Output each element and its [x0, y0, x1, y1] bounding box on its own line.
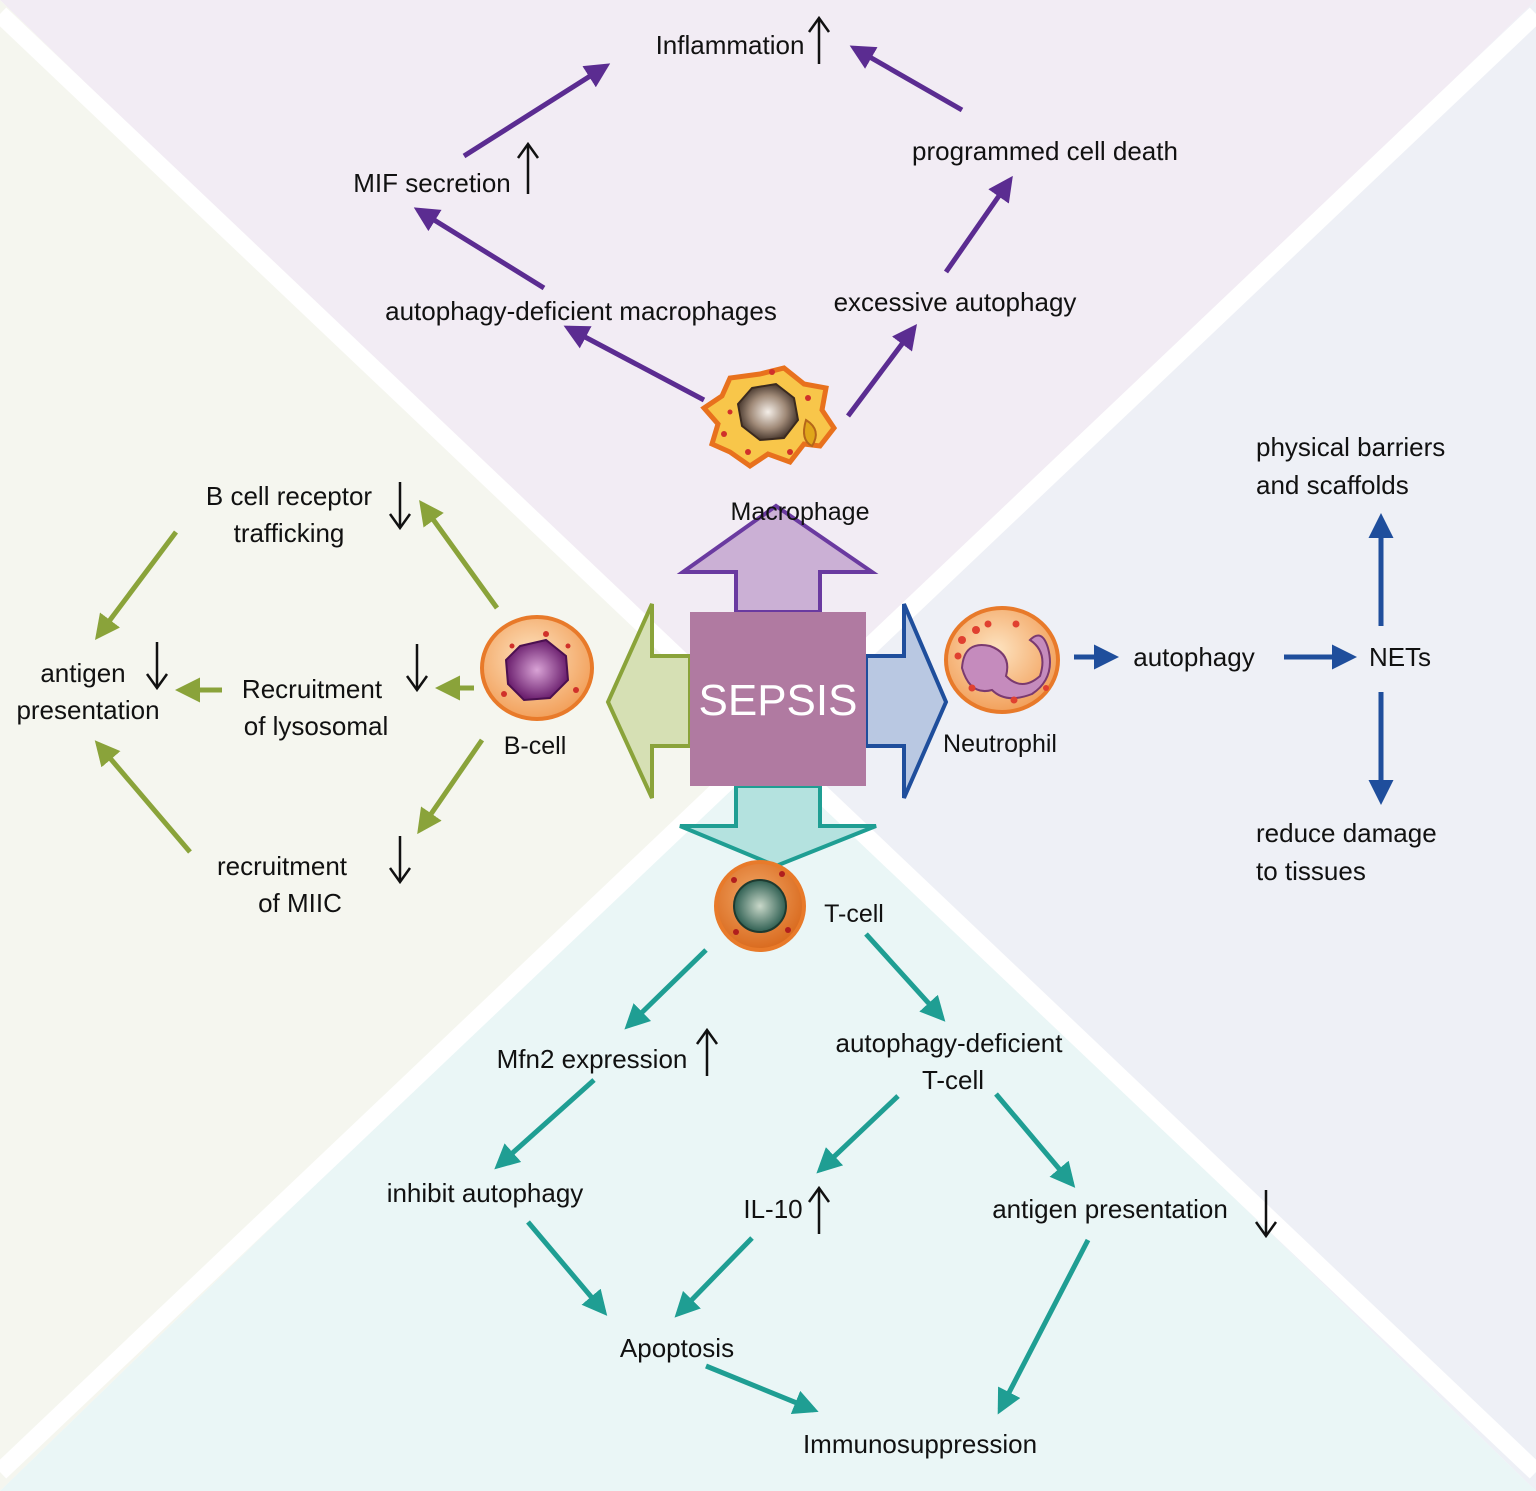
physical-barriers-line1: physical barriers [1256, 432, 1445, 462]
mif-secretion: MIF secretion [353, 168, 511, 198]
neutrophil-icon [944, 606, 1060, 714]
macrophage-cell-icon [700, 365, 838, 470]
macrophage-arrows [413, 45, 1013, 418]
arrow [526, 1220, 608, 1316]
arrow [462, 63, 611, 159]
autophagy-deficient-tcell-line2: T-cell [922, 1065, 984, 1095]
tcell-icon [714, 860, 806, 952]
bcell-antigen-line1: antigen [40, 658, 125, 688]
arrow [816, 1094, 900, 1174]
bcell-arrows [94, 499, 500, 854]
arrow [624, 948, 708, 1030]
tcell-antigen-presentation: antigen presentation [992, 1194, 1228, 1224]
excessive-autophagy: excessive autophagy [834, 287, 1077, 317]
arrow [413, 207, 546, 291]
sepsis-arrows [605, 503, 949, 869]
bcell-label: B-cell [504, 732, 567, 760]
reduce-damage-line2: to tissues [1256, 856, 1366, 886]
arrow [563, 325, 706, 403]
arrow [674, 1236, 754, 1318]
bcell-antigen-line2: presentation [16, 695, 159, 725]
arrow [864, 932, 946, 1022]
up-arrow-icon [516, 15, 831, 194]
apoptosis: Apoptosis [620, 1333, 734, 1363]
reduce-damage-line1: reduce damage [1256, 818, 1437, 848]
arrow [494, 1078, 596, 1170]
autophagy-deficient-tcell-line1: autophagy-deficient [836, 1028, 1064, 1058]
inhibit-autophagy: inhibit autophagy [387, 1178, 584, 1208]
programmed-cell-death: programmed cell death [912, 136, 1178, 166]
arrow [95, 530, 178, 640]
arrow [997, 1238, 1091, 1415]
arrow [849, 45, 964, 113]
il-10: IL-10 [743, 1194, 802, 1224]
arrow [846, 324, 917, 418]
down-arrow-icon [1254, 1190, 1278, 1239]
bg-right-quadrant [768, 0, 1536, 1491]
bcell-icon [480, 615, 594, 721]
bcell-big-arrow [605, 603, 692, 799]
recruitment-miic-line2: of MIIC [258, 888, 342, 918]
immunosuppression: Immunosuppression [803, 1429, 1037, 1459]
bcr-trafficking-line2: trafficking [234, 518, 345, 548]
neutrophil-arrows [1074, 513, 1394, 805]
bcr-trafficking-line1: B cell receptor [206, 481, 373, 511]
inflammation: Inflammation [656, 30, 805, 60]
physical-barriers-line2: and scaffolds [1256, 470, 1409, 500]
bg-left-quadrant [0, 0, 768, 1491]
neutrophil-big-arrow [864, 603, 949, 799]
tcell-label: T-cell [824, 900, 884, 928]
sepsis-box [690, 612, 866, 786]
bg-bottom-quadrant [0, 745, 1536, 1491]
tcell-arrows [494, 932, 1091, 1415]
arrow [943, 175, 1013, 274]
arrow [417, 738, 485, 835]
nets: NETs [1369, 642, 1431, 672]
tcell-big-arrow [679, 784, 877, 869]
arrow [419, 499, 500, 610]
mfn2-expression: Mfn2 expression [497, 1044, 688, 1074]
macrophage-big-arrow [676, 503, 879, 614]
macrophage-label: Macrophage [731, 498, 870, 526]
arrow [94, 740, 192, 854]
arrow [705, 1363, 819, 1415]
recruitment-miic-line1: recruitment [217, 851, 348, 881]
autophagy-deficient-macrophages: autophagy-deficient macrophages [385, 296, 777, 326]
recruitment-lysosomal-line2: of lysosomal [244, 711, 389, 741]
sepsis-label: SEPSIS [699, 676, 858, 725]
down-arrow-icon [145, 482, 429, 885]
neutrophil-autophagy: autophagy [1133, 642, 1254, 672]
up-arrow-icon [695, 1027, 831, 1234]
arrow [994, 1092, 1076, 1188]
recruitment-lysosomal-line1: Recruitment [242, 674, 383, 704]
neutrophil-label: Neutrophil [943, 730, 1057, 758]
